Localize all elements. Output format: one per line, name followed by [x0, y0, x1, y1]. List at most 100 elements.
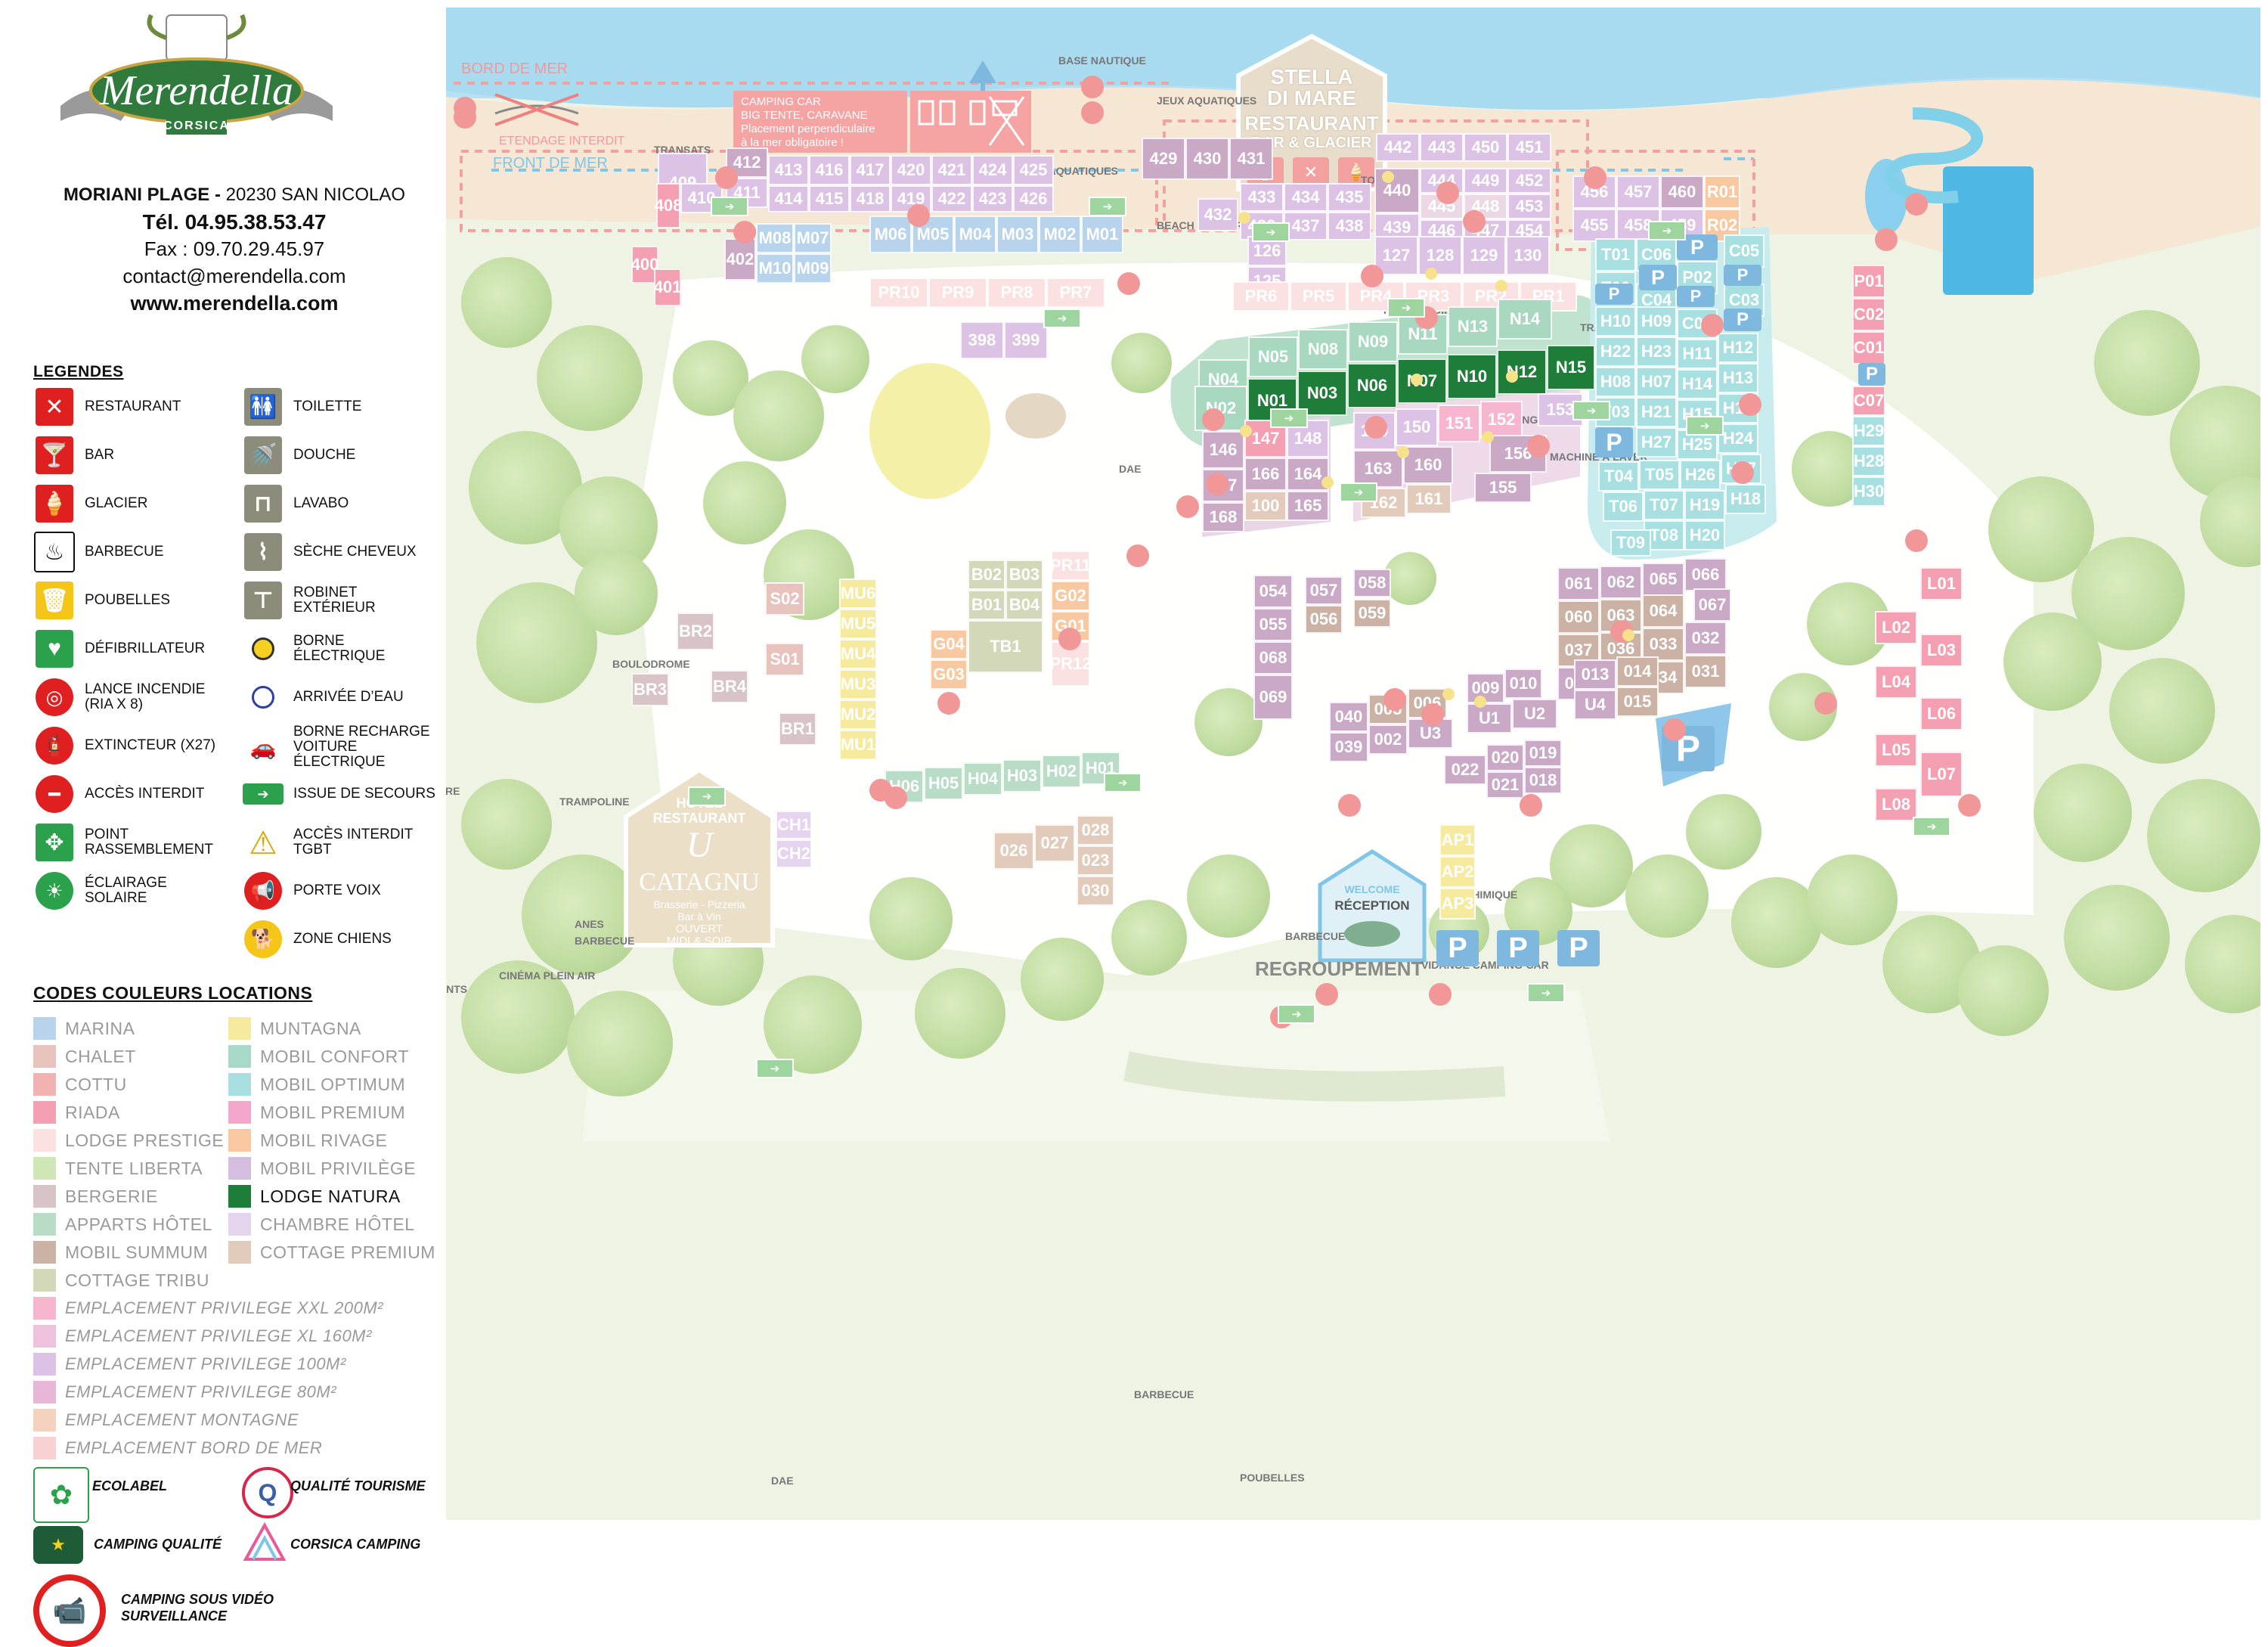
lot-027[interactable]: 027	[1034, 824, 1075, 862]
lot-408[interactable]: 408	[655, 183, 682, 228]
lot-l07[interactable]: L07	[1920, 752, 1963, 797]
lot-m04[interactable]: M04	[954, 216, 996, 253]
lot-413[interactable]: 413	[768, 155, 809, 185]
lot-434[interactable]: 434	[1284, 183, 1328, 212]
lot-420[interactable]: 420	[891, 155, 931, 185]
lot-438[interactable]: 438	[1328, 212, 1371, 240]
lot-026[interactable]: 026	[993, 832, 1034, 870]
lot-398[interactable]: 398	[960, 321, 1004, 359]
lot-g04[interactable]: G04	[930, 629, 968, 659]
lot-062[interactable]: 062	[1600, 566, 1642, 599]
lot-pr8[interactable]: PR8	[987, 278, 1046, 308]
lot-435[interactable]: 435	[1328, 183, 1371, 212]
lot-g02[interactable]: G02	[1051, 581, 1090, 611]
lot-015[interactable]: 015	[1616, 687, 1659, 717]
reception[interactable]: WELCOME RÉCEPTION	[1315, 847, 1429, 968]
lot-014[interactable]: 014	[1616, 656, 1659, 687]
lot-h18[interactable]: H18	[1725, 484, 1766, 514]
lot-160[interactable]: 160	[1403, 446, 1453, 484]
lot-t01[interactable]: T01	[1595, 238, 1636, 271]
lot-h23[interactable]: H23	[1636, 337, 1677, 367]
lot-064[interactable]: 064	[1642, 594, 1684, 628]
lot-426[interactable]: 426	[1013, 185, 1054, 212]
lot-h09[interactable]: H09	[1636, 306, 1677, 337]
lot-u2[interactable]: U2	[1512, 699, 1557, 729]
lot-ap2[interactable]: AP2	[1439, 856, 1476, 888]
lot-056[interactable]: 056	[1305, 605, 1343, 634]
lot-br4[interactable]: BR4	[711, 670, 748, 703]
lot-430[interactable]: 430	[1185, 138, 1229, 180]
lot-437[interactable]: 437	[1284, 212, 1328, 240]
lot-127[interactable]: 127	[1374, 236, 1418, 275]
lot-h28[interactable]: H28	[1852, 446, 1885, 476]
lot-168[interactable]: 168	[1202, 502, 1244, 532]
lot-n15[interactable]: N15	[1547, 345, 1595, 390]
lot-067[interactable]: 067	[1693, 588, 1731, 622]
lot-425[interactable]: 425	[1013, 155, 1054, 185]
lot-h26[interactable]: H26	[1680, 460, 1721, 490]
lot-c02[interactable]: C02	[1852, 298, 1885, 331]
lot-m01[interactable]: M01	[1081, 216, 1123, 253]
lot-424[interactable]: 424	[972, 155, 1013, 185]
lot-423[interactable]: 423	[972, 185, 1013, 212]
lot-401[interactable]: 401	[654, 268, 681, 306]
lot-010[interactable]: 010	[1504, 668, 1542, 699]
lot-h04[interactable]: H04	[963, 762, 1002, 796]
lot-pr9[interactable]: PR9	[928, 278, 987, 308]
lot-451[interactable]: 451	[1507, 133, 1551, 162]
website-link[interactable]: www.merendella.com	[130, 292, 339, 315]
lot-164[interactable]: 164	[1287, 458, 1329, 491]
lot-013[interactable]: 013	[1574, 659, 1616, 690]
lot-h12[interactable]: H12	[1718, 333, 1758, 363]
lot-l08[interactable]: L08	[1875, 788, 1917, 821]
lot-147[interactable]: 147	[1244, 420, 1287, 458]
lot-p01[interactable]: P01	[1852, 265, 1885, 298]
lot-155[interactable]: 155	[1474, 473, 1532, 503]
lot-t06[interactable]: T06	[1603, 492, 1644, 522]
lot-452[interactable]: 452	[1507, 168, 1551, 194]
lot-h07[interactable]: H07	[1636, 367, 1677, 397]
lot-n07[interactable]: N07	[1397, 358, 1447, 404]
lot-060[interactable]: 060	[1557, 600, 1600, 634]
lot-055[interactable]: 055	[1253, 608, 1293, 641]
lot-pr5[interactable]: PR5	[1290, 281, 1347, 312]
lot-028[interactable]: 028	[1077, 815, 1114, 845]
lot-mu6[interactable]: MU6	[839, 578, 877, 609]
lot-021[interactable]: 021	[1486, 771, 1524, 799]
email-link[interactable]: contact@merendella.com	[122, 265, 346, 287]
lot-m09[interactable]: M09	[794, 253, 832, 284]
lot-l04[interactable]: L04	[1875, 665, 1917, 699]
lot-069[interactable]: 069	[1253, 675, 1293, 720]
lot-pr6[interactable]: PR6	[1232, 281, 1290, 312]
lot-023[interactable]: 023	[1077, 845, 1114, 876]
lot-418[interactable]: 418	[850, 185, 891, 212]
lot-030[interactable]: 030	[1077, 876, 1114, 906]
lot-mu5[interactable]: MU5	[839, 609, 877, 639]
lot-c07[interactable]: C07	[1852, 386, 1885, 416]
lot-068[interactable]: 068	[1253, 641, 1293, 675]
lot-br3[interactable]: BR3	[631, 673, 669, 706]
lot-b04[interactable]: B04	[1005, 590, 1043, 620]
lot-059[interactable]: 059	[1353, 599, 1391, 628]
lot-455[interactable]: 455	[1572, 209, 1616, 242]
lot-442[interactable]: 442	[1376, 133, 1420, 162]
lot-457[interactable]: 457	[1616, 175, 1660, 209]
lot-033[interactable]: 033	[1642, 628, 1684, 661]
lot-m02[interactable]: M02	[1039, 216, 1081, 253]
lot-054[interactable]: 054	[1253, 575, 1293, 608]
lot-429[interactable]: 429	[1142, 138, 1185, 180]
lot-b01[interactable]: B01	[968, 590, 1005, 620]
lot-449[interactable]: 449	[1464, 168, 1507, 194]
lot-t04[interactable]: T04	[1598, 461, 1639, 492]
lot-162[interactable]: 162	[1361, 488, 1406, 518]
lot-m07[interactable]: M07	[794, 223, 832, 253]
lot-t07[interactable]: T07	[1644, 490, 1684, 520]
hotel-u-catagnu[interactable]: HÔTEL RESTAURANT U CATAGNU Brasserie - P…	[620, 764, 779, 953]
lot-h24[interactable]: H24	[1718, 423, 1758, 454]
lot-402[interactable]: 402	[724, 238, 756, 281]
lot-c05[interactable]: C05	[1724, 234, 1765, 268]
lot-ap1[interactable]: AP1	[1439, 824, 1476, 856]
lot-163[interactable]: 163	[1353, 450, 1403, 488]
lot-tb1[interactable]: TB1	[968, 620, 1043, 673]
lot-061[interactable]: 061	[1557, 567, 1600, 600]
